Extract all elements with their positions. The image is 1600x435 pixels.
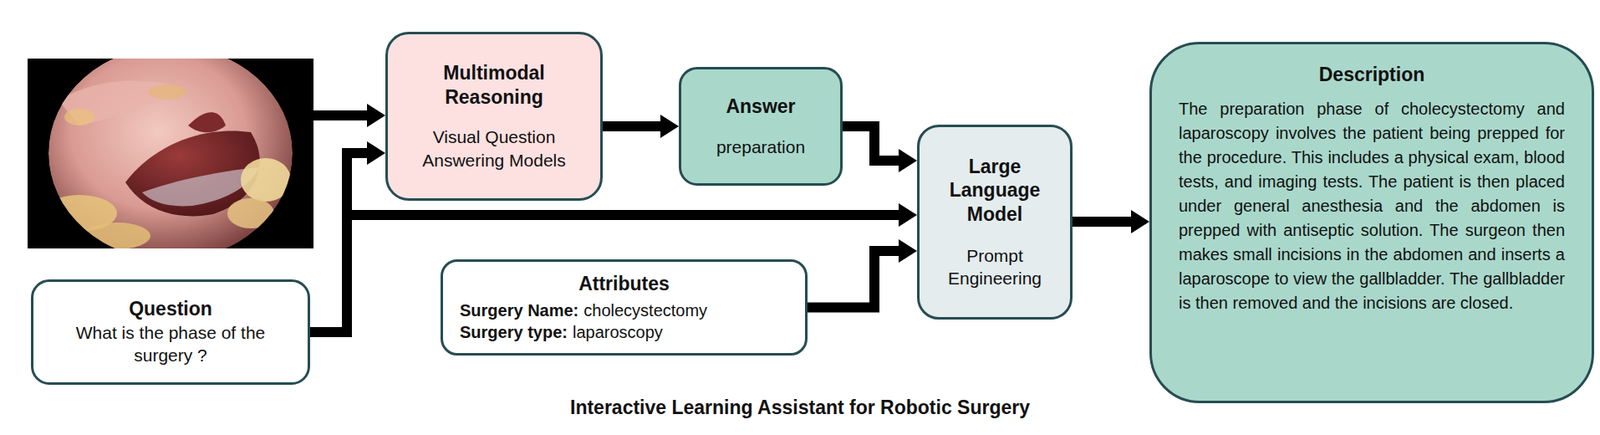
attribute-row: Surgery type:laparoscopy [459,321,789,343]
question-box: QuestionWhat is the phase of the surgery… [30,279,311,385]
attribute-row: Surgery Name:cholecystectomy [459,299,789,322]
arrow-head [1131,209,1150,234]
attribute-value: cholecystectomy [583,300,708,320]
flow-arrow [807,239,918,308]
arrow-head [898,148,918,173]
image-input-arrow [313,110,368,121]
arrow-shaft [807,250,900,308]
attributes-box: AttributesSurgery Name:cholecystectomySu… [440,259,808,356]
attribute-name: Surgery Name: [459,300,579,320]
arrow-head [660,114,679,138]
reasoning-box: Multimodal ReasoningVisual Question Answ… [385,31,603,201]
flow-arrow [1072,209,1150,234]
arrow-shaft [310,152,368,332]
figure-caption: Interactive Learning Assistant for Robot… [0,396,1600,419]
arrow-head [366,141,386,165]
description-box: DescriptionThe preparation phase of chol… [1149,41,1595,403]
fat-tissue [83,222,151,249]
arrow-head [898,203,918,227]
box-heading: Description [1319,62,1426,87]
answer-box: Answer preparation [678,66,843,186]
box-heading: Answer [725,94,795,119]
llm-box: Large Language ModelPrompt Engineering [917,124,1073,320]
box-body: The preparation phase of cholecystectomy… [1178,96,1565,316]
box-heading: Multimodal Reasoning [404,61,584,110]
box-body: preparation [716,135,806,158]
arrow-shaft [310,214,900,332]
flow-arrow [602,114,679,138]
attribute-name: Surgery type: [459,322,568,342]
fat-tissue [227,198,275,229]
arrow-shaft [602,121,662,132]
box-body: Prompt Engineering [931,244,1059,291]
fat-tissue [64,108,95,126]
arrow-head [366,103,386,128]
laparoscopic-view [41,58,293,249]
attribute-list: Surgery Name:cholecystectomySurgery type… [459,299,789,343]
box-heading: Question [128,296,213,322]
flow-arrow [842,126,918,173]
box-body: What is the phase of the surgery ? [50,321,291,367]
arrow-head [898,239,918,263]
fat-tissue [148,84,186,100]
arrow-shaft [842,126,900,161]
tissue [188,112,226,133]
box-heading: Attributes [578,271,670,296]
attribute-value: laparoscopy [572,322,663,342]
fat-tissue [240,157,291,202]
box-heading: Large Language Model [931,154,1059,227]
arrow-shaft [1072,216,1132,227]
box-body: Visual Question Answering Models [404,125,584,172]
